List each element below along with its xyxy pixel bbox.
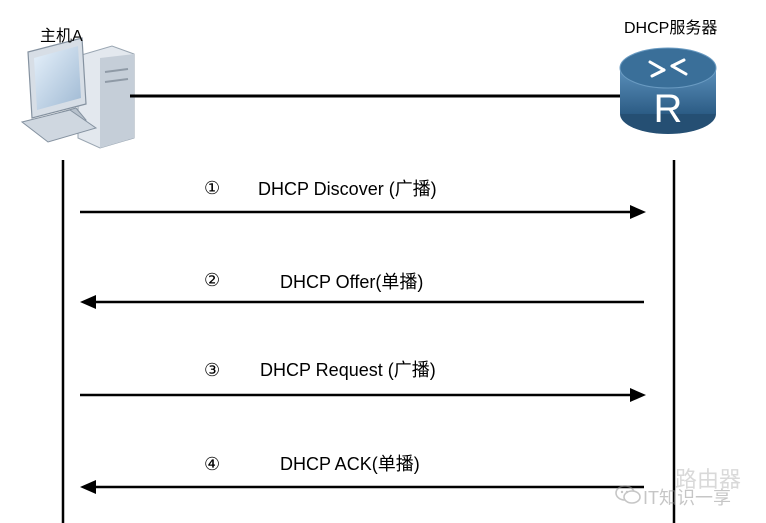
watermark: 路由器 IT知识一享	[615, 462, 765, 518]
message-number-3: ③	[204, 360, 221, 380]
message-label-2: DHCP Offer(单播)	[280, 272, 424, 292]
message-label-4: DHCP ACK(单播)	[280, 454, 420, 474]
watermark-top-text: 路由器	[675, 467, 742, 492]
message-arrowhead-4	[80, 480, 96, 494]
message-label-1: DHCP Discover (广播)	[258, 179, 437, 199]
message-arrowhead-1	[630, 205, 646, 219]
message-number-1: ①	[204, 178, 221, 198]
svg-text:R: R	[654, 87, 683, 131]
message-arrowhead-2	[80, 295, 96, 309]
server-label: DHCP服务器	[624, 20, 718, 37]
watermark-bottom-text: IT知识一享	[643, 488, 731, 508]
message-number-4: ④	[204, 454, 221, 474]
wechat-icon	[615, 485, 641, 504]
router-icon: R	[619, 47, 717, 134]
message-arrows	[80, 205, 646, 494]
message-number-2: ②	[204, 270, 221, 290]
message-arrowhead-3	[630, 388, 646, 402]
message-label-3: DHCP Request (广播)	[260, 360, 436, 380]
host-label: 主机A	[40, 28, 83, 45]
desktop-computer-icon	[20, 37, 135, 149]
